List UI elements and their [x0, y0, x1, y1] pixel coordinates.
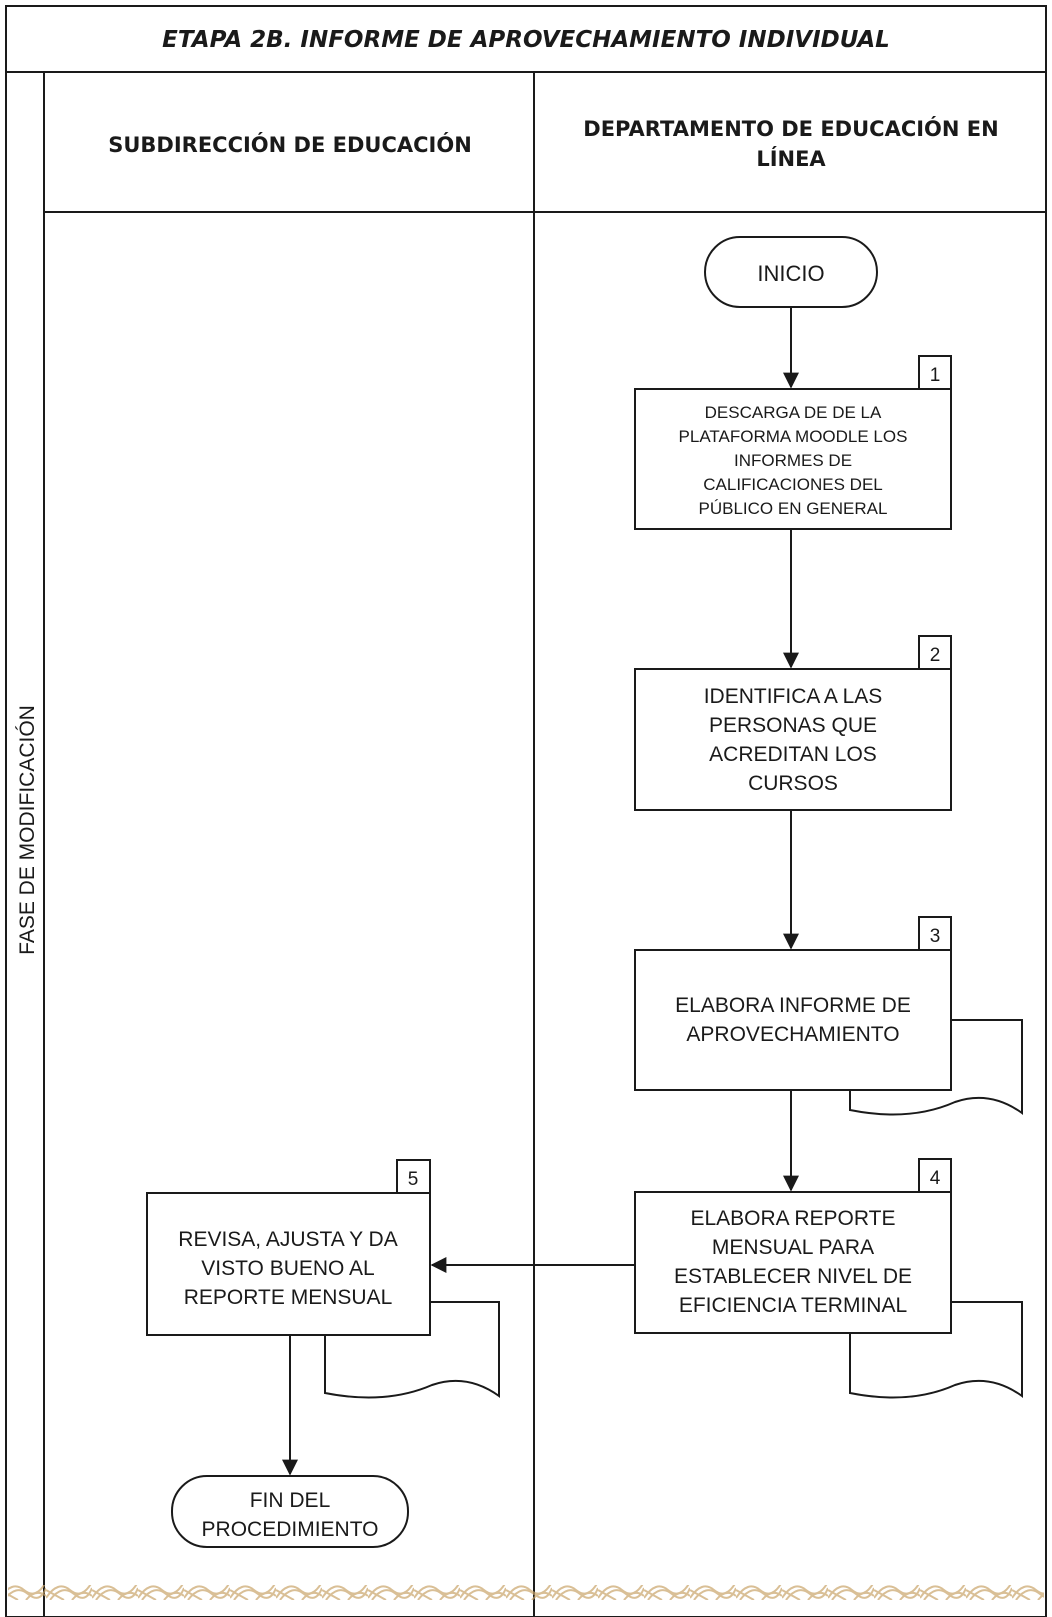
end-label-line1: FIN DEL — [250, 1489, 331, 1512]
step2-line: CURSOS — [748, 772, 838, 795]
step5-line: VISTO BUENO AL — [201, 1257, 375, 1280]
step1-box — [634, 388, 952, 530]
lane-left-label: SUBDIRECCIÓN DE EDUCACIÓN — [108, 132, 472, 157]
step1-line: PLATAFORMA MOODLE LOS — [679, 427, 908, 446]
step2-line: IDENTIFICA A LAS — [704, 685, 883, 708]
diagram-title: ETAPA 2B. INFORME DE APROVECHAMIENTO IND… — [162, 27, 890, 53]
step1-line: PÚBLICO EN GENERAL — [699, 499, 888, 518]
footer-decoration — [8, 1585, 1044, 1615]
step4-line: ESTABLECER NIVEL DE — [674, 1265, 912, 1288]
step1-line: INFORMES DE — [734, 451, 852, 470]
step1-line: DESCARGA DE DE LA — [705, 403, 882, 422]
step1-number: 1 — [930, 365, 941, 386]
step3-number: 3 — [930, 926, 941, 947]
start-label: INICIO — [757, 261, 824, 286]
step2-box — [634, 668, 952, 811]
step3-line: ELABORA INFORME DE — [675, 994, 911, 1017]
step2-line: PERSONAS QUE — [709, 714, 877, 737]
end-label-line2: PROCEDIMIENTO — [202, 1518, 379, 1541]
step1-line: CALIFICACIONES DEL — [703, 475, 883, 494]
step5-number-box — [396, 1159, 431, 1194]
step3-line: APROVECHAMIENTO — [686, 1023, 899, 1046]
step1-number-box — [918, 355, 952, 390]
step4-line: EFICIENCIA TERMINAL — [679, 1294, 907, 1317]
step5-line: REPORTE MENSUAL — [184, 1286, 393, 1309]
step4-line: MENSUAL PARA — [712, 1236, 874, 1259]
end-terminal — [171, 1475, 409, 1548]
step5-number: 5 — [408, 1169, 419, 1190]
step2-number: 2 — [930, 645, 941, 666]
step2-line: ACREDITAN LOS — [709, 743, 877, 766]
lane-right-label-line2: LÍNEA — [756, 146, 826, 171]
step2-number-box — [918, 635, 952, 670]
step5-line: REVISA, AJUSTA Y DA — [178, 1228, 397, 1251]
step4-number: 4 — [930, 1168, 941, 1189]
step5-box — [146, 1192, 431, 1336]
step3-number-box — [918, 916, 952, 951]
lane-right-label-line1: DEPARTAMENTO DE EDUCACIÓN EN — [583, 116, 998, 141]
step4-box — [634, 1191, 952, 1334]
phase-label: FASE DE MODIFICACIÓN — [16, 705, 39, 955]
step4-number-box — [918, 1158, 952, 1193]
step3-box — [634, 949, 952, 1091]
step4-line: ELABORA REPORTE — [690, 1207, 895, 1230]
